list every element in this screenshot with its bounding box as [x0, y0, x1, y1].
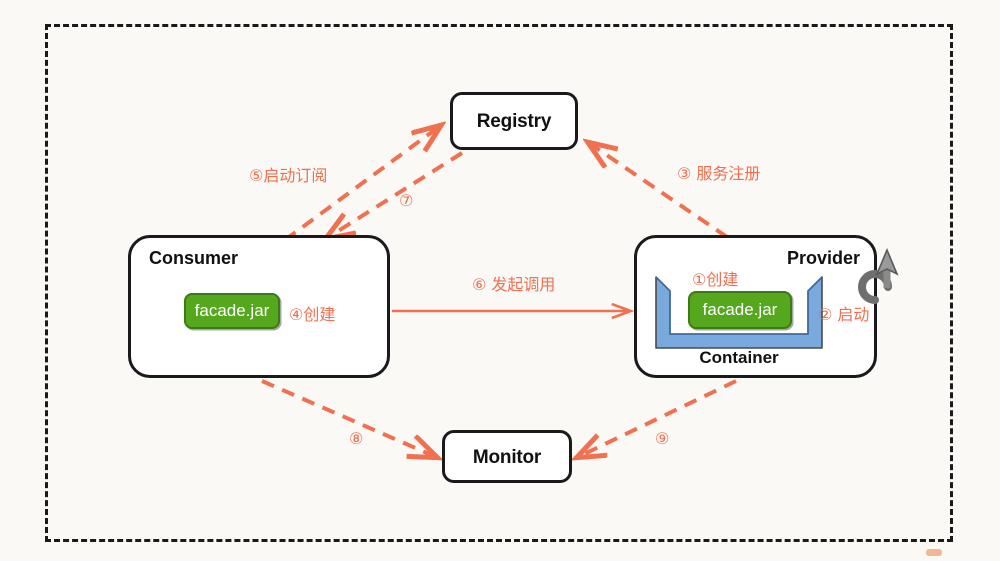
corner-watermark-mark	[926, 549, 942, 556]
outer-dashed-boundary	[45, 24, 953, 542]
edge-label-2: ② 启动	[818, 305, 870, 324]
provider-label: Provider	[786, 248, 860, 268]
node-monitor[interactable]: Monitor	[442, 430, 572, 483]
restart-arrow-icon	[858, 248, 899, 304]
edge-label-8: ⑧	[349, 429, 364, 448]
edge-label-5: ⑤启动订阅	[249, 166, 328, 185]
edge-label-7: ⑦	[399, 191, 414, 210]
consumer-label: Consumer	[149, 248, 239, 268]
registry-label: Registry	[476, 111, 552, 132]
monitor-label: Monitor	[472, 447, 542, 468]
edge-label-3: ③ 服务注册	[677, 164, 761, 183]
edge-label-6: ⑥ 发起调用	[472, 275, 556, 294]
node-consumer[interactable]: Consumer	[128, 235, 390, 378]
consumer-facade-jar[interactable]: facade.jar	[184, 293, 280, 329]
container-bracket-shape	[655, 276, 823, 349]
container-label: Container	[699, 348, 779, 367]
edge-label-1: ①创建	[692, 270, 739, 289]
node-registry[interactable]: Registry	[450, 92, 578, 150]
edge-label-9: ⑨	[655, 429, 670, 448]
edge-label-4: ④创建	[289, 305, 336, 324]
provider-facade-jar[interactable]: facade.jar	[688, 291, 792, 329]
